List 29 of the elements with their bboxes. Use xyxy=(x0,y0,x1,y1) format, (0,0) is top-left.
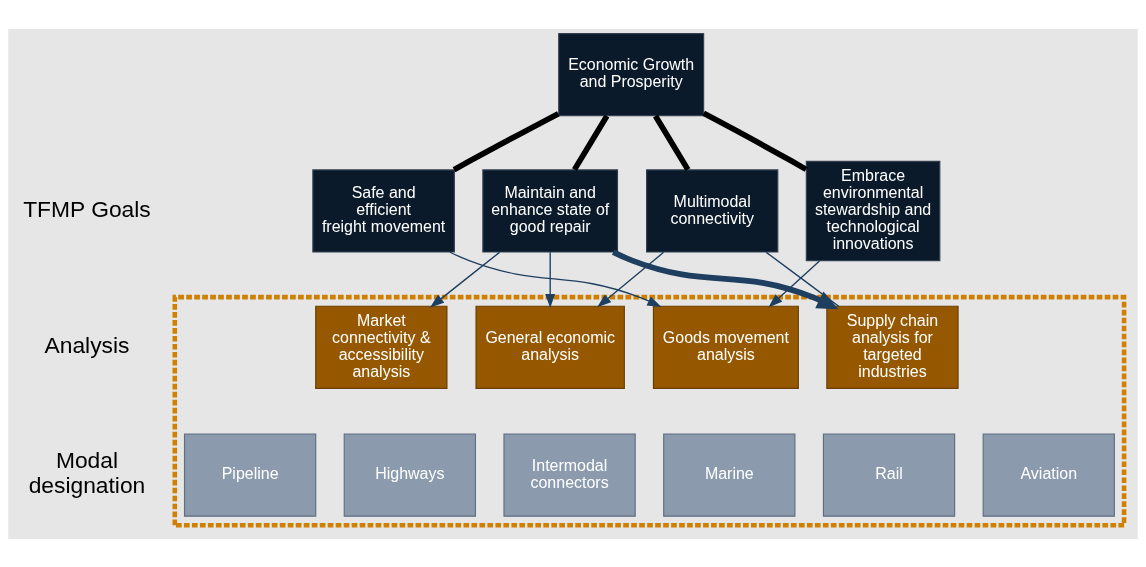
arrow xyxy=(768,259,821,307)
arrow xyxy=(612,249,839,309)
node-box: Marine xyxy=(663,432,796,517)
node-box: Aviation xyxy=(982,432,1115,517)
connector xyxy=(572,114,610,171)
label: Modal designation xyxy=(28,446,146,498)
arrow xyxy=(449,251,662,307)
arrow xyxy=(597,251,665,307)
node-box: Highways xyxy=(343,432,476,517)
node-box: Maintain and enhance state of good repair xyxy=(482,168,619,253)
node-box: Intermodal connectors xyxy=(503,432,636,517)
node-box: Embrace environmental stewardship and technological innovations xyxy=(805,160,941,261)
node-box: Rail xyxy=(822,432,956,517)
node-box: Goods movement analysis xyxy=(652,305,799,389)
node-box: Supply chain analysis for targeted industries xyxy=(826,305,959,389)
arrow xyxy=(430,251,501,307)
label: TFMP Goals xyxy=(23,195,151,222)
connector xyxy=(653,114,691,171)
node-box: General economic analysis xyxy=(475,305,625,389)
node-box: Multimodal connectivity xyxy=(646,168,779,253)
node-box: Economic Growth and Prosperity xyxy=(558,32,705,116)
node-box: Pipeline xyxy=(183,432,317,517)
label: Analysis xyxy=(44,331,130,358)
connector xyxy=(452,110,560,172)
arrow xyxy=(545,251,556,308)
connector xyxy=(702,110,808,172)
node-box: Market connectivity & accessibility analysis xyxy=(315,305,448,389)
node-box: Safe and efficient freight movement xyxy=(312,168,455,253)
connector xyxy=(765,251,840,307)
